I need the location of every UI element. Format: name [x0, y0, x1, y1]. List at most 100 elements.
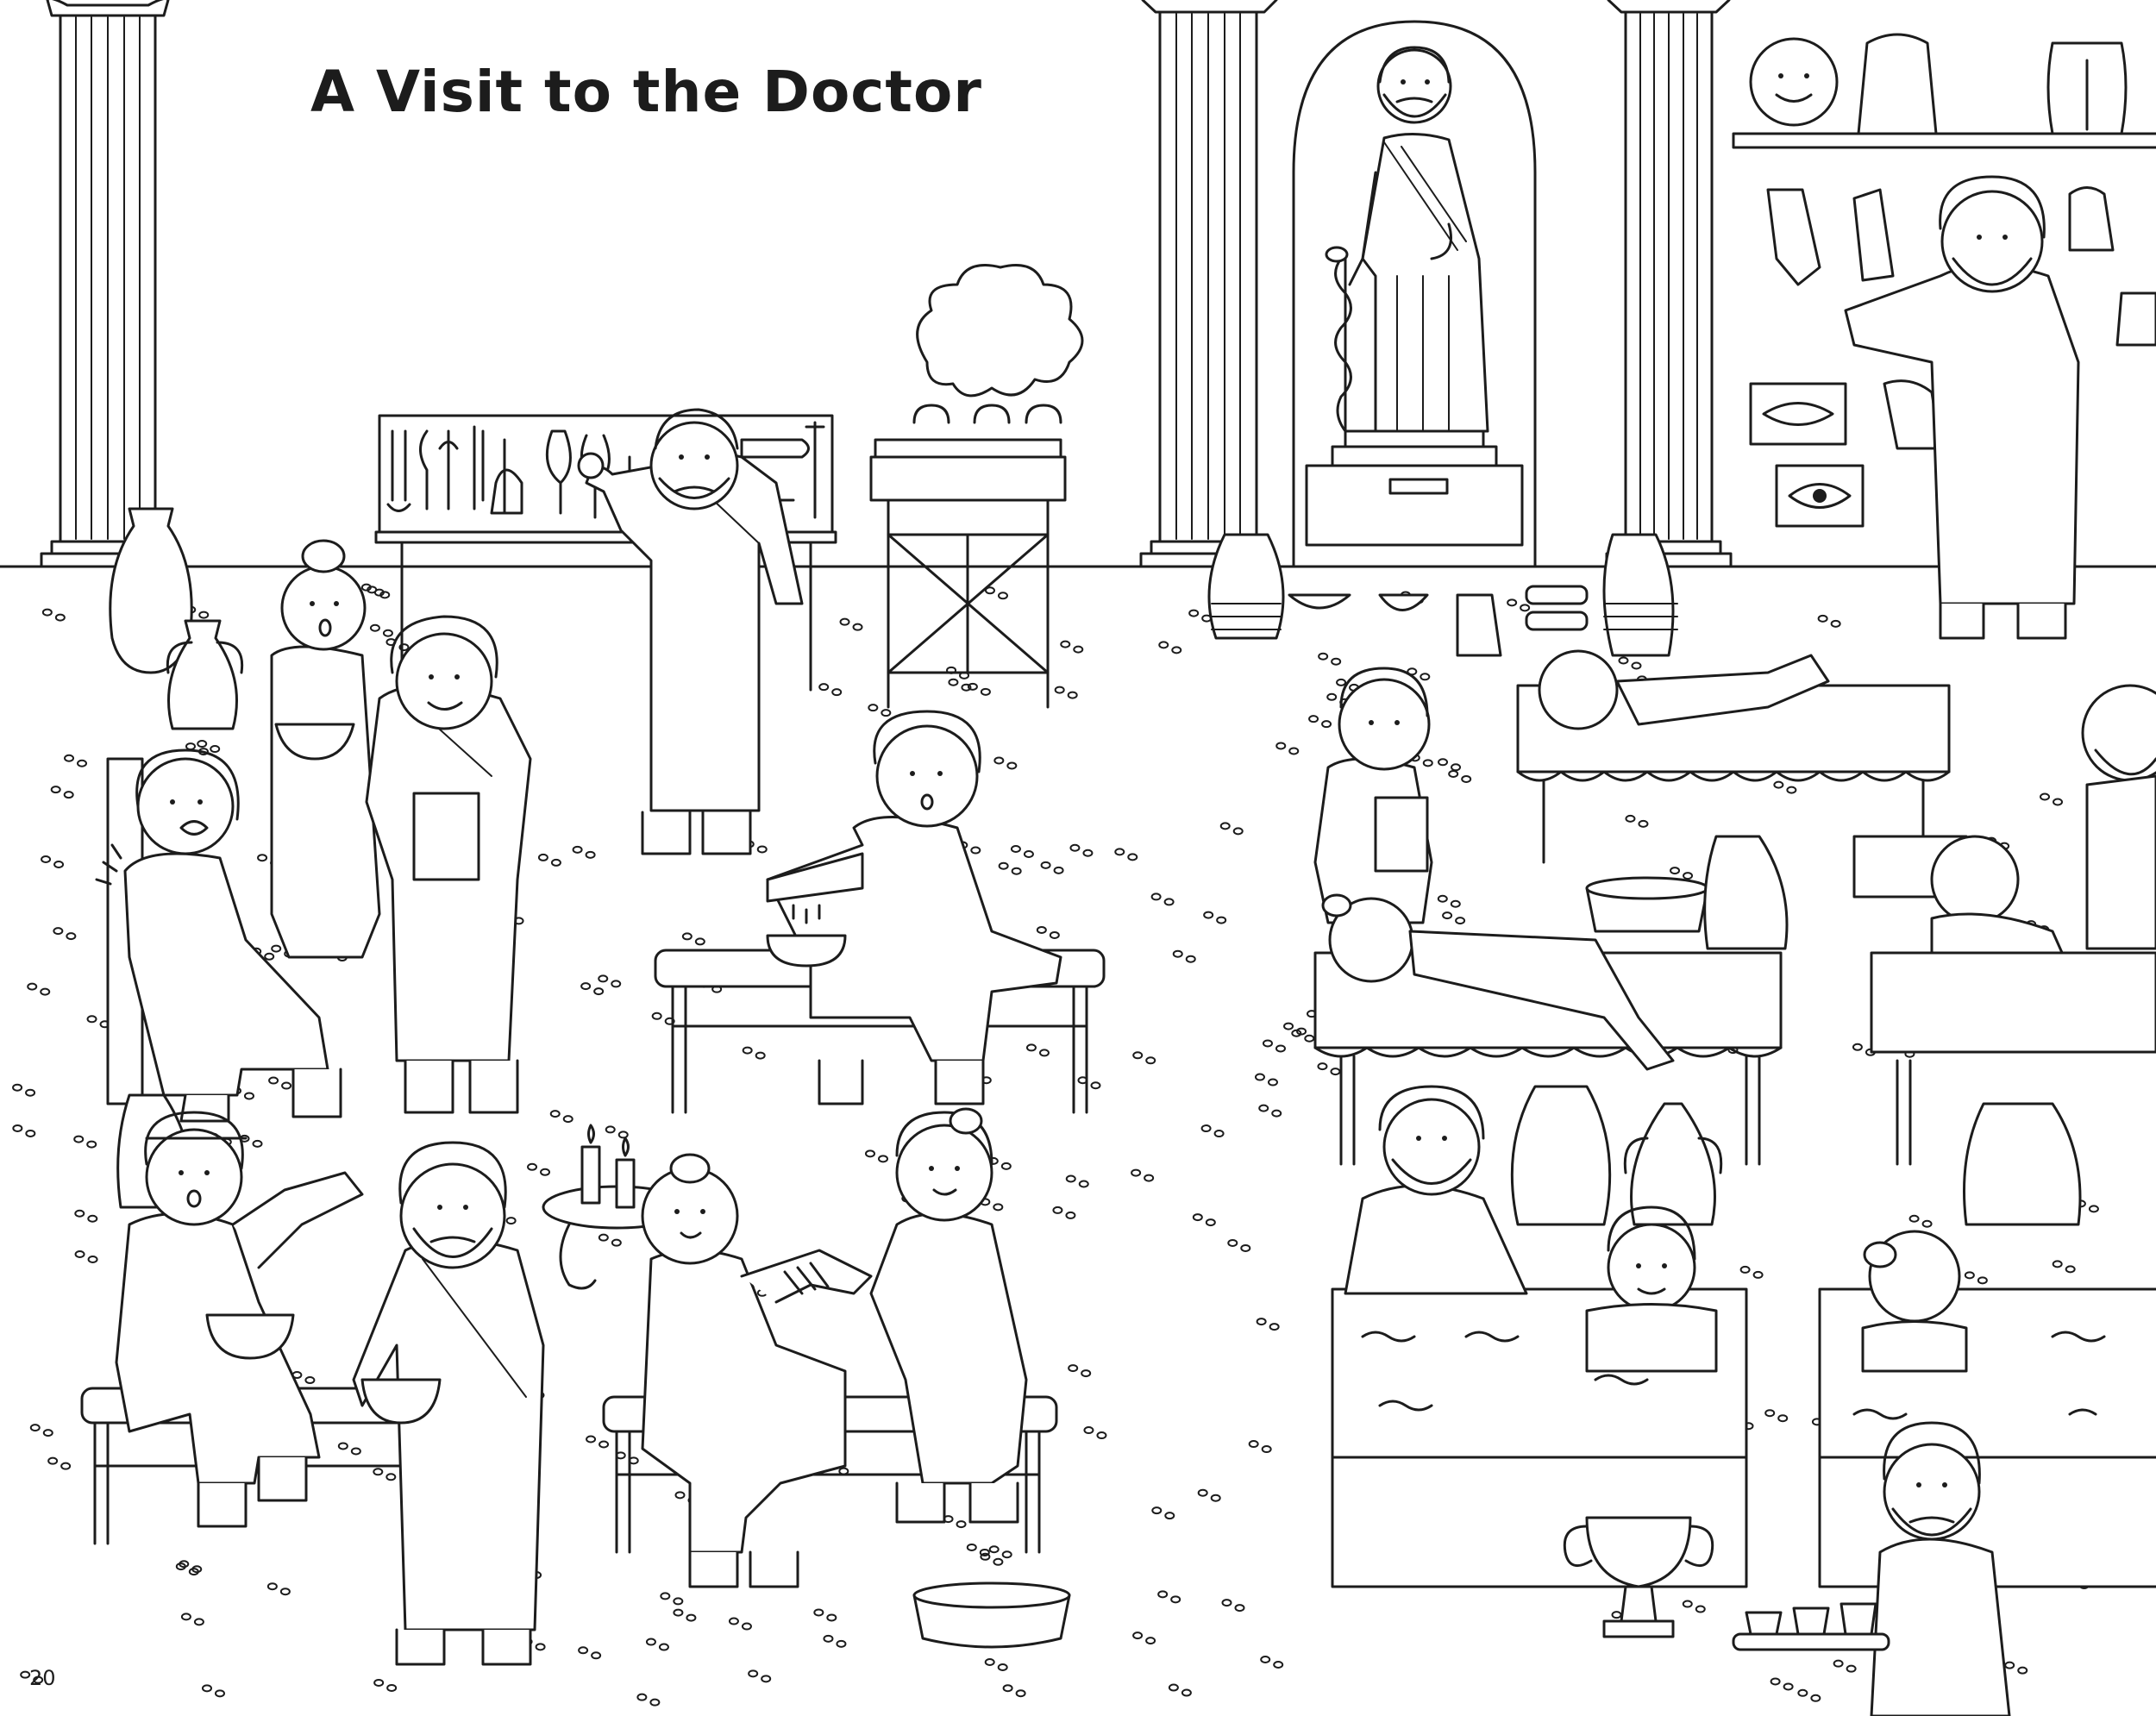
vases-center-right	[1512, 1087, 1720, 1224]
floor-pebble	[1037, 927, 1059, 938]
floor-pebble	[743, 1048, 765, 1059]
floor-pebble	[1507, 599, 1529, 611]
floor-pebble	[1070, 845, 1092, 856]
floor-pebble	[647, 1639, 668, 1650]
floor-pebble	[1069, 1365, 1090, 1376]
woman-bandaging	[871, 1109, 1026, 1522]
floor-pebble	[1910, 1216, 1932, 1227]
floor-pebble	[1438, 759, 1460, 770]
floor-pebble	[1276, 742, 1298, 754]
floor-pebble	[749, 1670, 770, 1682]
floor-pebble	[551, 1111, 573, 1122]
floor-pebble	[1819, 616, 1840, 627]
woman-on-chair-hurt-shoulder	[97, 750, 341, 1121]
floor-pebble	[1222, 1600, 1244, 1611]
floor-pottery-center	[1209, 535, 1677, 655]
floor-pebble	[1152, 893, 1174, 905]
server-with-cups	[1733, 1423, 2009, 1716]
floor-pebble	[374, 1680, 396, 1691]
doctor-with-bowl	[354, 1143, 543, 1664]
man-with-tablet-right	[1315, 668, 1432, 923]
woman-bathing-2	[1863, 1231, 1966, 1371]
floor-pebble	[1771, 1678, 1793, 1689]
floor-pebble	[31, 1425, 53, 1436]
floor-pebble	[1000, 863, 1021, 874]
floor-pebble	[1152, 1507, 1174, 1519]
floor-pebble	[48, 1458, 70, 1469]
floor-pebble	[75, 1211, 97, 1222]
amphora-left	[167, 621, 241, 729]
floor-pebble	[1319, 654, 1340, 665]
doctor-standing-top	[579, 410, 802, 854]
floor-pebble	[2053, 1261, 2075, 1272]
patient-lying-top-right	[1539, 651, 1828, 729]
floor-pebble	[868, 705, 890, 716]
floor-pebble	[1765, 1410, 1787, 1421]
urn-trophy	[1564, 1518, 1712, 1637]
brazier	[871, 266, 1082, 708]
floor-pebble	[661, 1593, 682, 1604]
floor-pebble	[1169, 1685, 1191, 1696]
floor-pebble	[1159, 642, 1181, 653]
floor-pebble	[968, 684, 990, 695]
column-left	[41, 0, 174, 567]
column-center	[1141, 0, 1276, 567]
basin-stand	[1587, 878, 1708, 931]
floor-pebble	[1626, 816, 1647, 827]
boy-with-eye-drops	[768, 711, 1061, 1104]
floor-pebble	[76, 1251, 97, 1262]
page-number: 20	[29, 1666, 56, 1690]
doctor-right-edge	[2083, 686, 2156, 949]
floor-pebble	[1194, 1214, 1215, 1225]
floor-pebble	[1042, 862, 1063, 874]
woman-holding-bowl	[272, 541, 379, 957]
floor-pebble	[1284, 1024, 1306, 1035]
floor-pebble	[1263, 1040, 1285, 1051]
floor-pebble	[606, 1126, 628, 1137]
floor-pebble	[1965, 1272, 1987, 1283]
floor-pebble	[986, 1659, 1007, 1670]
floor-pebble	[944, 1516, 966, 1527]
floor-pebble	[1053, 1207, 1075, 1218]
floor-pebble	[1204, 912, 1225, 924]
floor-pebble	[586, 1436, 608, 1447]
floor-pebble	[949, 680, 970, 691]
floor-pebble	[1670, 867, 1692, 879]
floor-pebble	[1443, 912, 1464, 924]
patient-with-bandaged-arm	[642, 1155, 871, 1587]
floor-pebble	[1004, 1685, 1025, 1696]
floor-pebble	[866, 1150, 887, 1162]
basin-bottom	[914, 1583, 1069, 1647]
floor-pebble	[28, 984, 49, 995]
floor-pebble	[1683, 1601, 1705, 1613]
floor-pebble	[730, 1619, 751, 1630]
floor-pebble	[1259, 1105, 1281, 1117]
floor-pebble	[41, 856, 63, 867]
floor-pebble	[1067, 1175, 1088, 1187]
floor-pebble	[824, 1636, 845, 1647]
floor-pebble	[841, 619, 862, 630]
floor-pebble	[13, 1125, 34, 1137]
floor-pebble	[1027, 1044, 1049, 1055]
floor-pebble	[1133, 1052, 1155, 1063]
floor-pebble	[599, 975, 620, 986]
floor-pebble	[21, 1672, 42, 1683]
floor-pebble	[1774, 782, 1796, 793]
floor-pebble	[1798, 1690, 1820, 1701]
floor-pebble	[579, 1647, 600, 1658]
floor-pebble	[1256, 1074, 1277, 1086]
floor-pebble	[986, 587, 1007, 598]
floor-pebble	[1056, 687, 1077, 698]
floor-pebble	[1257, 1318, 1279, 1330]
floor-pebble	[268, 1583, 290, 1594]
floor-pebble	[674, 1610, 695, 1621]
floor-pebble	[573, 847, 595, 858]
floor-pebble	[339, 1443, 360, 1454]
floor-pebble	[269, 1078, 291, 1089]
column-right	[1607, 0, 1731, 567]
floor-pebble	[1061, 642, 1082, 653]
floor-pebble	[1309, 716, 1331, 727]
floor-pebble	[203, 1685, 224, 1696]
